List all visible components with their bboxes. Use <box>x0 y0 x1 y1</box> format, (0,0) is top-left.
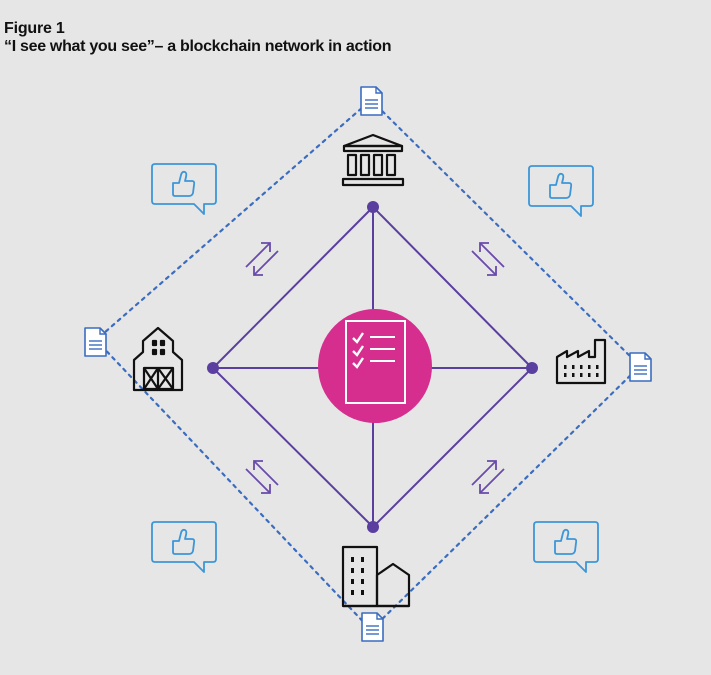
center-ledger-node[interactable] <box>318 309 432 423</box>
exchange-arrows-bottom-right <box>471 460 505 494</box>
document-icon-bottom[interactable] <box>361 612 384 642</box>
bank-icon[interactable] <box>341 133 405 187</box>
node-dot-top <box>367 201 379 213</box>
node-dot-right <box>526 362 538 374</box>
approval-bubble-top-left[interactable] <box>151 163 217 215</box>
figure-title-block: Figure 1 “I see what you see”– a blockch… <box>4 20 392 56</box>
edge-top-right <box>372 206 533 369</box>
document-icon-right[interactable] <box>629 352 652 382</box>
exchange-arrows-top-left <box>245 242 279 276</box>
factory-icon[interactable] <box>555 338 607 385</box>
approval-bubble-bottom-right[interactable] <box>533 521 599 573</box>
document-icon-left[interactable] <box>84 327 107 357</box>
node-dot-left <box>207 362 219 374</box>
edge-left-top <box>212 206 374 369</box>
exchange-arrows-bottom-left <box>245 460 279 494</box>
figure-label: Figure 1 <box>4 20 65 37</box>
approval-bubble-top-right[interactable] <box>528 165 594 217</box>
node-dot-bottom <box>367 521 379 533</box>
edge-bottom-left <box>212 367 374 528</box>
checklist-document-icon <box>345 320 406 404</box>
approval-bubble-bottom-left[interactable] <box>151 521 217 573</box>
office-buildings-icon[interactable] <box>341 545 411 608</box>
document-icon-top[interactable] <box>360 86 383 116</box>
network-connections <box>212 206 533 528</box>
figure-title: “I see what you see”– a blockchain netwo… <box>4 38 392 55</box>
exchange-arrows-top-right <box>471 242 505 276</box>
edge-right-bottom <box>372 367 533 528</box>
barn-icon[interactable] <box>132 326 184 392</box>
node-dots <box>207 201 538 533</box>
